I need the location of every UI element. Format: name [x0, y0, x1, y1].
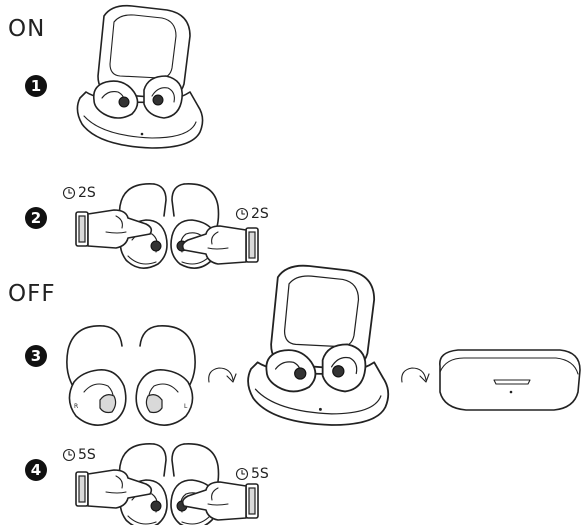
closed-case-icon: [439, 349, 581, 411]
step-2-timer-left-text: 2S: [78, 185, 96, 201]
rotate-arrow-icon: [208, 367, 237, 383]
step-2-timer-right-text: 2S: [251, 206, 269, 222]
rotate-arrow-icon: [401, 367, 430, 383]
step-2-timer-left: 2S: [62, 185, 96, 201]
open-case-with-earbuds: [76, 4, 204, 149]
clock-icon: [62, 448, 76, 462]
step-3-open-case: [247, 264, 390, 426]
svg-text:R: R: [74, 403, 78, 410]
step-2-timer-right: 2S: [235, 206, 269, 222]
clock-icon: [62, 186, 76, 200]
step-1-badge: 1: [25, 75, 47, 97]
step-4-timer-left: 5S: [62, 447, 96, 463]
clock-icon: [235, 467, 249, 481]
step-3-left-earbud: R: [66, 325, 127, 426]
off-heading: OFF: [8, 281, 56, 307]
clock-icon: [235, 207, 249, 221]
step-4-timer-right-text: 5S: [251, 466, 269, 482]
step-3-right-earbud-mark: L: [184, 403, 188, 410]
step-4-timer-right: 5S: [235, 466, 269, 482]
step-3-badge: 3: [25, 345, 47, 367]
step-4-badge: 4: [25, 459, 47, 481]
step-3-right-earbud: [135, 325, 196, 426]
step-4-timer-left-text: 5S: [78, 447, 96, 463]
on-heading: ON: [8, 16, 46, 42]
step-2-badge: 2: [25, 207, 47, 229]
